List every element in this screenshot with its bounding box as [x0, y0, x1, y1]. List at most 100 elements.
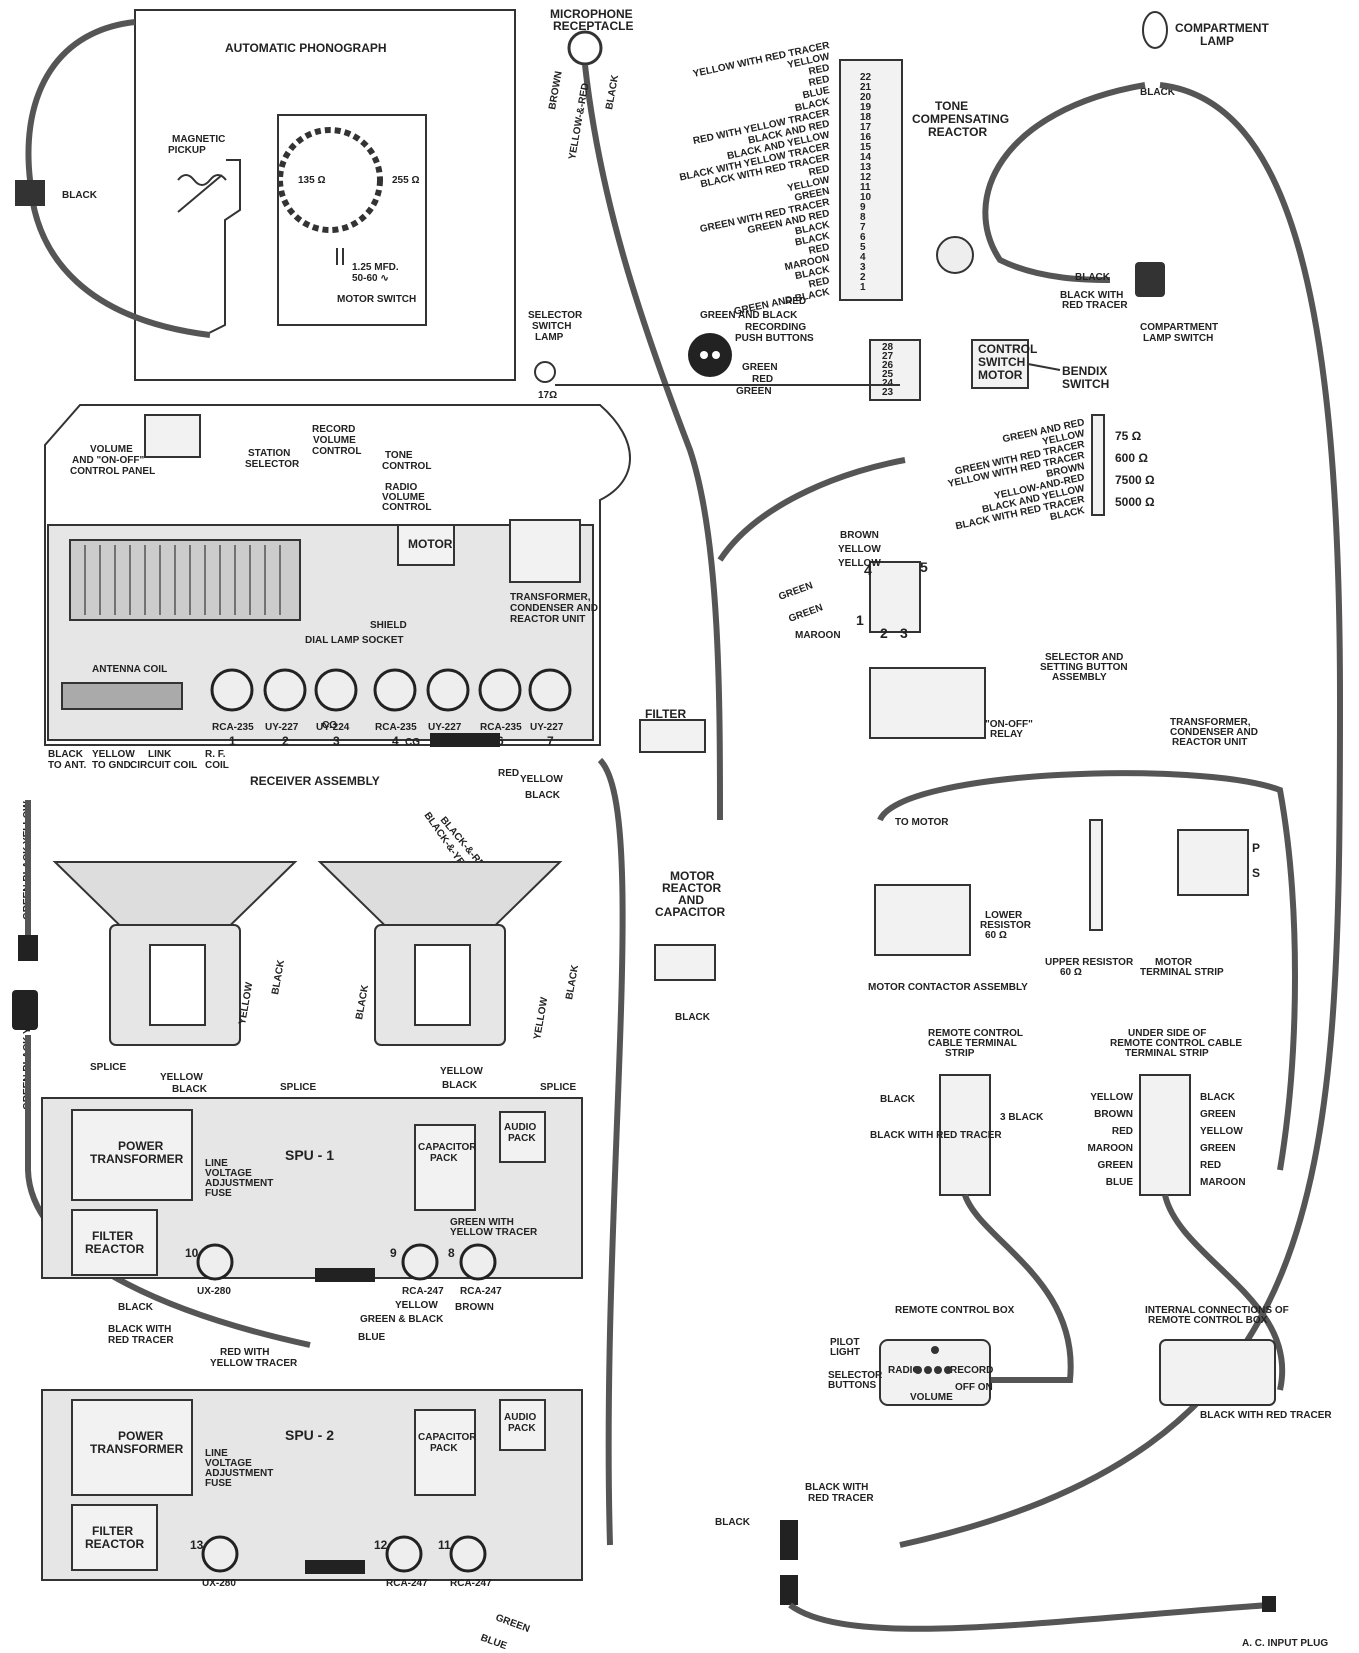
main-trunk-cable — [582, 64, 723, 821]
spu2-tube-type: UX-280 — [202, 1578, 236, 1589]
spu2-tube-number: 12 — [374, 1538, 388, 1552]
socket-number: 3 — [900, 625, 908, 641]
push-green-2: GREEN — [736, 386, 772, 397]
terminal-number: 3 — [860, 262, 866, 273]
terminal-number: 18 — [860, 112, 872, 123]
socket-yellow-1: YELLOW — [838, 544, 881, 555]
spu1-filter-reactor — [71, 1209, 158, 1276]
pickup-leads — [204, 159, 241, 336]
transformer-ps-labels: PS — [1252, 841, 1260, 880]
left-plug-1 — [18, 935, 38, 961]
antenna-coil — [61, 682, 183, 710]
compartment-lamp — [1142, 11, 1168, 49]
remote-radio-label: RADIO — [888, 1365, 920, 1376]
terminal-number: 14 — [860, 152, 872, 163]
receiver-tube-number: 3 — [333, 734, 340, 748]
splice-2: SPLICE — [280, 1082, 316, 1093]
underside-right-label: BLACK — [1200, 1092, 1236, 1103]
black-mic: BLACK — [604, 73, 621, 110]
spk-yellow-a: YELLOW — [160, 1072, 203, 1083]
terminal-number: 7 — [860, 222, 866, 233]
rx-black-label: BLACK — [525, 790, 561, 801]
socket-number: 2 — [880, 625, 888, 641]
spu1-tube — [196, 1243, 234, 1281]
phonograph-title: AUTOMATIC PHONOGRAPH — [225, 41, 387, 55]
junction-plug — [780, 1520, 798, 1560]
transformer-unit-2 — [1177, 829, 1249, 896]
compartment-lamp-cable — [982, 82, 1146, 283]
receiver-tube-number: 2 — [282, 734, 289, 748]
selector-switch-lamp — [534, 361, 556, 383]
spu2-tube-type: RCA-247 — [450, 1578, 492, 1589]
spu2-tube-type: RCA-247 — [386, 1578, 428, 1589]
remote-strip-cable — [962, 1193, 1074, 1383]
push-button-1[interactable] — [700, 351, 708, 359]
spu1-yellow: YELLOW — [395, 1300, 438, 1311]
underside-left-label: BROWN — [1094, 1109, 1133, 1120]
terminal2-number: 26 — [882, 360, 894, 371]
motor-box — [397, 524, 455, 566]
coil-255-label: 255 Ω — [392, 175, 419, 186]
speaker-tap-value: 600 Ω — [1115, 451, 1148, 465]
yellow-red-mic: YELLOW-&-RED — [567, 82, 591, 160]
receiver-tube — [478, 668, 522, 712]
ac-black-label: BLACK — [715, 1517, 751, 1528]
spu2-filter-reactor — [71, 1504, 158, 1571]
dial-lamp-socket-label: DIAL LAMP SOCKET — [305, 635, 404, 646]
remote-selector-buttons[interactable] — [914, 1366, 952, 1374]
terminal-wire-label: RED — [808, 74, 831, 89]
spu1-tube-type: RCA-247 — [460, 1286, 502, 1297]
remote-control-box-label: REMOTE CONTROL BOX — [895, 1305, 1015, 1316]
microphone-receptacle — [567, 30, 603, 66]
ac-input-plug[interactable] — [1262, 1596, 1276, 1612]
motor-terminal-strip — [1089, 819, 1103, 931]
pickup-coil — [177, 174, 227, 186]
speaker-1 — [52, 861, 298, 1046]
push-button-2[interactable] — [712, 351, 720, 359]
spu2-tube-number: 11 — [438, 1538, 451, 1552]
ac-cord — [788, 1602, 1271, 1632]
motor-reactor-black: BLACK — [675, 1012, 711, 1023]
spk2-black: BLACK — [354, 983, 371, 1020]
receiver-tube — [210, 668, 254, 712]
spu2-terminal-strip — [305, 1560, 365, 1574]
left-plug-2 — [12, 990, 38, 1030]
pilot-light — [931, 1346, 939, 1354]
terminal-number: 19 — [860, 102, 872, 113]
receiver-tube-type: UY-224 — [316, 722, 350, 733]
underside-left-label: RED — [1112, 1126, 1133, 1137]
receiver-tube — [314, 668, 358, 712]
terminal-wire-label: RED — [808, 63, 831, 78]
terminal-number: 2 — [860, 272, 866, 283]
terminal-wire-label: RED — [808, 163, 831, 178]
receiver-tube-number: 1 — [229, 734, 236, 748]
terminal-number: 16 — [860, 132, 872, 143]
internal-bwrt-label: BLACK WITH RED TRACER — [1200, 1410, 1332, 1421]
selector-lamp-value: 17Ω — [538, 390, 557, 401]
remote-record-label: RECORD — [950, 1365, 993, 1376]
